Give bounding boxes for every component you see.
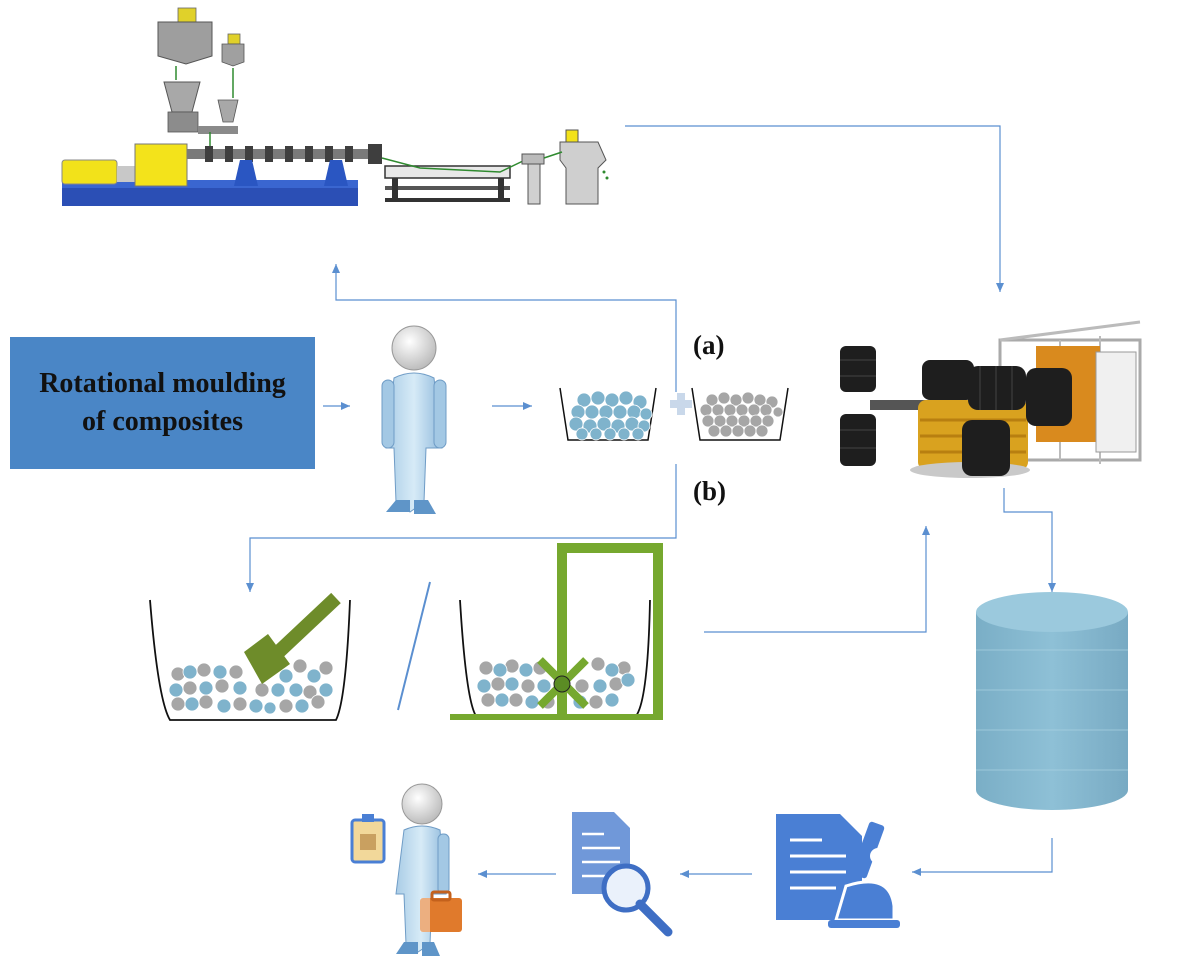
cylinder-tank-icon bbox=[976, 592, 1128, 810]
label-a: (a) bbox=[693, 330, 725, 360]
arrow-mix-to-blending bbox=[246, 464, 677, 592]
label-b: (b) bbox=[693, 476, 726, 506]
extrusion-line-icon bbox=[61, 7, 609, 206]
title-line-2: of composites bbox=[82, 406, 243, 437]
title-line-1: Rotational moulding bbox=[39, 368, 286, 399]
title-box: Rotational moulding of composites bbox=[10, 337, 315, 469]
person-icon bbox=[381, 325, 447, 514]
blending-mixer-left bbox=[149, 592, 351, 721]
document-microscope-icon bbox=[776, 814, 900, 928]
person-with-clipboard-icon bbox=[350, 783, 462, 956]
arrow-tank-to-lab bbox=[912, 838, 1053, 876]
arrow-blending-to-machine bbox=[704, 526, 930, 633]
granule-mix-a bbox=[559, 387, 789, 441]
arrow-extruder-to-machine bbox=[625, 125, 1004, 292]
arrow-machine-to-tank bbox=[1003, 488, 1056, 592]
separator-slash bbox=[397, 581, 431, 711]
document-magnifier-icon bbox=[572, 812, 673, 937]
arrow-mix-to-extruder bbox=[332, 264, 677, 392]
flow-arrows bbox=[246, 125, 1056, 878]
rotomoulding-machine-icon bbox=[840, 320, 1142, 478]
blending-mixer-right bbox=[450, 543, 663, 720]
